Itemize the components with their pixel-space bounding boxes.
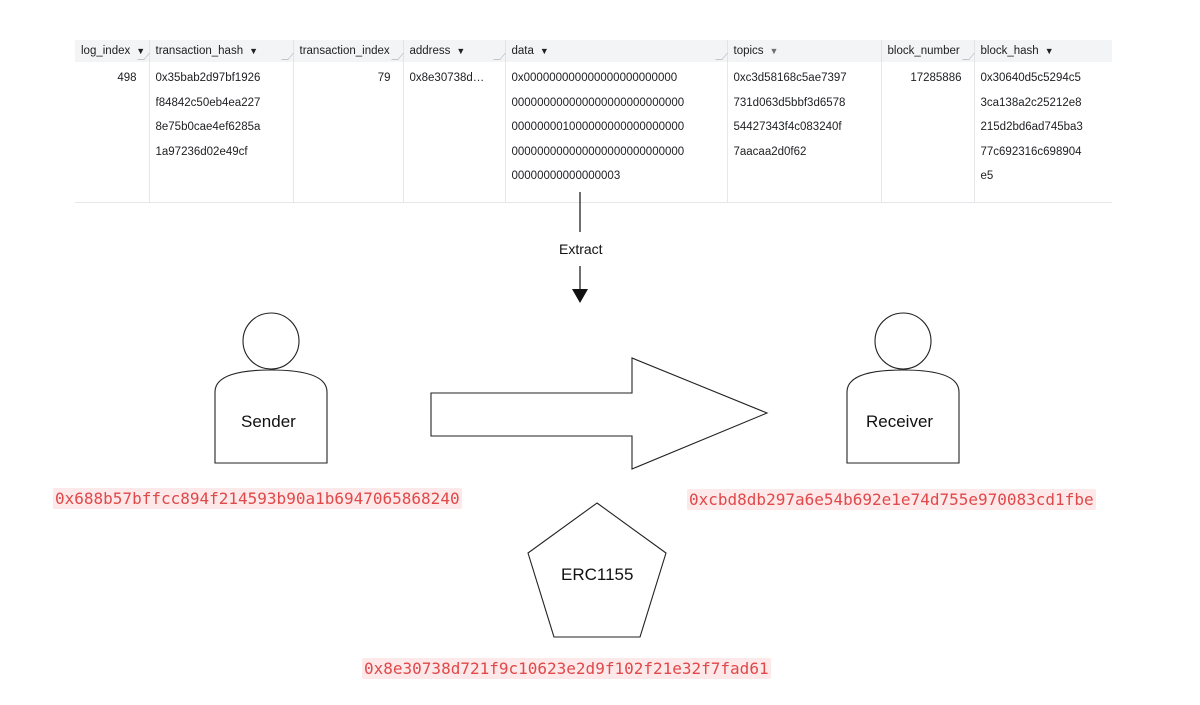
cell-data: 0x000000000000000000000000 0000000000000…: [505, 62, 728, 203]
cell-line: 215d2bd6ad745ba3: [980, 121, 1083, 133]
token-pentagon-icon: [527, 502, 667, 638]
extract-label: Extract: [559, 241, 603, 257]
cell-transaction-index: 79: [293, 62, 404, 203]
sort-caret-icon[interactable]: ▼: [769, 46, 779, 56]
cell-transaction-hash: 0x35bab2d97bf1926 f84842c50eb4ea227 8e75…: [149, 62, 294, 203]
table-header-row: log_index▼ transaction_hash▼ transaction…: [75, 40, 1112, 62]
transfer-arrow-icon: [430, 357, 769, 470]
table-row: 498 0x35bab2d97bf1926 f84842c50eb4ea227 …: [75, 62, 1112, 203]
column-header-address[interactable]: address▼: [403, 40, 506, 62]
sort-caret-icon[interactable]: ▼: [539, 46, 549, 56]
cell-line: 8e75b0cae4ef6285a: [155, 121, 261, 133]
cell-line: 731d063d5bbf3d6578: [733, 96, 846, 109]
receiver-label: Receiver: [866, 412, 934, 431]
sort-caret-icon[interactable]: ▼: [456, 46, 466, 56]
cell-line: f84842c50eb4ea227: [155, 96, 261, 109]
sort-caret-icon[interactable]: ▼: [1044, 46, 1054, 56]
sort-caret-icon[interactable]: ▼: [136, 46, 146, 56]
column-header-data[interactable]: data▼: [505, 40, 728, 62]
cell-line: 0x35bab2d97bf1926: [155, 72, 261, 84]
cell-line: 000000001000000000000000000: [511, 121, 685, 133]
column-header-block-number[interactable]: block_number: [881, 40, 975, 62]
column-header-transaction-hash[interactable]: transaction_hash▼: [149, 40, 294, 62]
cell-line: 7aacaa2d0f62: [733, 145, 807, 158]
cell-line: 000000000000000000000000000: [511, 145, 685, 158]
cell-line: 0x000000000000000000000000: [511, 72, 678, 84]
logs-table: log_index▼ transaction_hash▼ transaction…: [75, 40, 1112, 203]
cell-log-index: 498: [75, 62, 150, 203]
token-label: ERC1155: [561, 565, 634, 584]
cell-topics: 0xc3d58168c5ae7397 731d063d5bbf3d6578 54…: [727, 62, 882, 203]
cell-line: 0xc3d58168c5ae7397: [733, 72, 847, 84]
sender-label: Sender: [241, 412, 296, 431]
cell-line: e5: [980, 170, 994, 182]
receiver-person-icon: [846, 312, 960, 464]
token-address: 0x8e30738d721f9c10623e2d9f102f21e32f7fad…: [362, 658, 771, 679]
cell-line: 0x30640d5c5294c5: [980, 72, 1081, 84]
cell-line: 77c692316c698904: [980, 145, 1082, 158]
cell-line: 3ca138a2c25212e8: [980, 96, 1082, 109]
cell-line: 1a97236d02e49cf: [155, 145, 248, 158]
cell-address: 0x8e30738d…: [403, 62, 506, 203]
cell-line: 54427343f4c083240f: [733, 121, 842, 133]
sender-person-icon: [214, 312, 328, 464]
cell-block-number: 17285886: [881, 62, 975, 203]
column-header-topics[interactable]: topics▼: [727, 40, 882, 62]
column-header-log-index[interactable]: log_index▼: [75, 40, 150, 62]
receiver-address: 0xcbd8db297a6e54b692e1e74d755e970083cd1f…: [687, 489, 1096, 510]
cell-block-hash: 0x30640d5c5294c5 3ca138a2c25212e8 215d2b…: [974, 62, 1112, 203]
sort-caret-icon[interactable]: ▼: [249, 46, 259, 56]
cell-line: 000000000000000000000000000: [511, 96, 685, 109]
cell-line: 00000000000000003: [511, 170, 621, 182]
column-header-transaction-index[interactable]: transaction_index: [293, 40, 404, 62]
sender-address: 0x688b57bffcc894f214593b90a1b69470658682…: [53, 488, 462, 509]
column-header-block-hash[interactable]: block_hash▼: [974, 40, 1112, 62]
arrow-down-icon: [572, 289, 588, 303]
